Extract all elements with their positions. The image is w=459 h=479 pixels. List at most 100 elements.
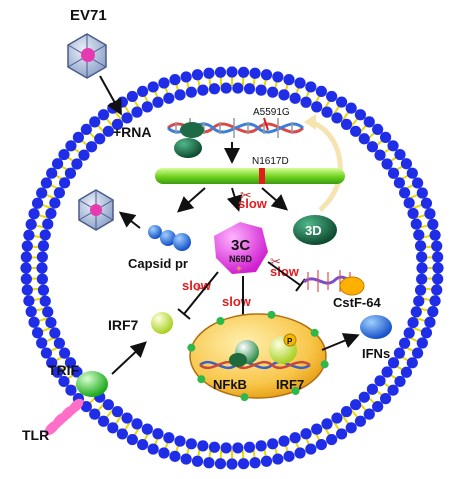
tlr-receptor-icon <box>44 398 84 436</box>
lipid-head <box>278 435 290 447</box>
lipid-head <box>46 167 58 179</box>
lipid-head <box>20 273 32 285</box>
lipid-head <box>260 69 273 81</box>
lipid-head <box>321 418 333 430</box>
lipid-head <box>243 83 256 95</box>
lipid-head <box>65 140 77 152</box>
lipid-head <box>53 337 65 349</box>
lipid-head <box>141 101 153 113</box>
lipid-head <box>366 383 379 395</box>
lipid-head <box>335 96 348 108</box>
lipid-head <box>407 316 419 329</box>
lipid-head <box>381 158 393 170</box>
lipid-head <box>414 240 427 252</box>
protease-3c-label: 3C <box>231 237 250 254</box>
nuclear-pore <box>187 343 196 352</box>
lipid-head <box>260 455 273 467</box>
rna-label: +RNA <box>113 124 152 140</box>
lipid-head <box>37 240 50 252</box>
lipid-head <box>255 440 267 452</box>
lipid-head <box>363 408 375 420</box>
lipid-head <box>345 422 357 434</box>
lipid-head <box>126 433 138 446</box>
lipid-head <box>387 357 400 369</box>
polyprotein-bar <box>155 168 345 184</box>
ifns-label: IFNs <box>362 346 390 361</box>
lipid-head <box>28 208 40 220</box>
irf7-nuclear-label: IRF7 <box>276 377 304 392</box>
lipid-head <box>429 295 441 307</box>
lipid-head <box>42 306 54 318</box>
tlr-label: TLR <box>22 427 49 443</box>
lipid-head <box>372 123 384 136</box>
lipid-head <box>226 458 238 470</box>
lipid-head <box>59 177 71 189</box>
lipid-head <box>363 116 375 128</box>
lipid-head <box>340 406 353 418</box>
lipid-head <box>226 66 238 78</box>
capsid-protein-icon <box>148 225 191 251</box>
lipid-head <box>345 102 357 114</box>
lipid-head <box>152 428 164 440</box>
lipid-head <box>185 438 197 450</box>
lipid-head <box>174 435 186 447</box>
lipid-head <box>406 167 418 179</box>
lipid-head <box>232 82 244 94</box>
lipid-head <box>294 77 306 89</box>
lipid-head <box>380 131 392 143</box>
lipid-head <box>45 207 57 220</box>
lipid-head <box>71 366 83 378</box>
lipid-head <box>403 327 415 339</box>
lipid-head <box>121 412 133 424</box>
slow-label-nucleus: slow <box>222 294 252 309</box>
lipid-head <box>102 399 114 411</box>
lipid-head <box>431 284 443 296</box>
protease-3c-icon <box>214 222 268 274</box>
nuclear-pore <box>291 387 300 396</box>
irf7-protein-icon <box>151 312 173 334</box>
lipid-head <box>46 357 58 369</box>
lipid-head <box>94 133 106 145</box>
lipid-head <box>40 347 53 359</box>
rna-mutation-label: A5591G <box>253 107 290 118</box>
lipid-head <box>326 433 338 446</box>
trif-protein-icon <box>76 371 108 397</box>
lipid-head <box>255 84 267 96</box>
lipid-head <box>413 295 425 307</box>
lipid-head <box>335 428 348 440</box>
phospho-icon <box>283 333 297 347</box>
lipid-head <box>432 262 444 274</box>
cstf-64-label: CstF-64 <box>333 295 381 310</box>
lipid-head <box>163 92 175 104</box>
lipid-head <box>400 158 413 170</box>
nuclear-pores <box>187 310 329 402</box>
lipid-head <box>366 141 379 153</box>
polyprotein-mutation-label: N1617D <box>252 156 289 167</box>
lipid-head <box>411 347 424 359</box>
lipid-head <box>89 116 101 128</box>
lipid-head <box>411 177 424 189</box>
lipid-head <box>410 218 422 230</box>
lipid-head <box>131 418 143 430</box>
ribosome-icon <box>174 122 204 158</box>
lipid-head <box>197 440 209 452</box>
lipid-head <box>28 316 40 328</box>
lipid-head <box>25 306 37 318</box>
lipid-head <box>36 251 48 263</box>
lipid-head <box>237 66 250 78</box>
lipid-head <box>107 422 119 434</box>
lipid-head <box>424 316 436 328</box>
lipid-head <box>40 177 53 189</box>
lipid-head <box>23 229 35 241</box>
lipid-head <box>23 295 35 307</box>
lipid-head <box>432 251 444 263</box>
lipid-head <box>414 284 427 296</box>
nfkb-label: NFkB <box>213 377 247 392</box>
nuclear-pore <box>310 328 319 337</box>
lipid-head <box>393 177 405 189</box>
lipid-head <box>36 273 48 285</box>
protease-3c-mark: + <box>236 264 242 275</box>
lipid-head <box>387 140 399 152</box>
irf7-label: IRF7 <box>108 317 139 333</box>
lipid-head <box>208 83 221 95</box>
